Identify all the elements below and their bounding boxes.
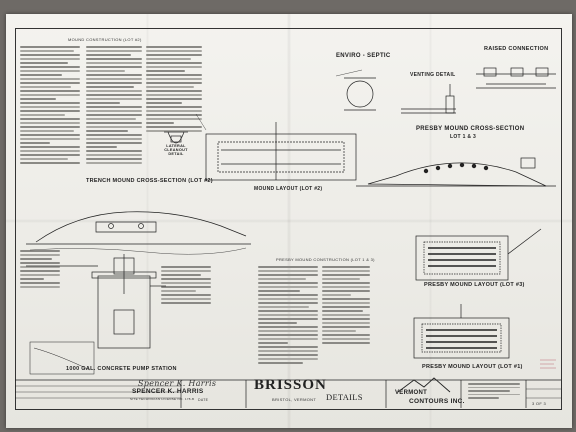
notes-column-center-right (322, 266, 370, 374)
technical-drawings (15, 67, 561, 408)
enviro-septic-label: ENVIRO - SEPTIC (336, 53, 391, 59)
presby-cross-section-drawing (356, 157, 556, 187)
sheet-title: DETAILS (326, 392, 363, 402)
presby-cross-section-sublabel: LOT 1 & 3 (450, 134, 477, 140)
project-location: BRISTOL, VERMONT (272, 397, 317, 402)
mound-construction-heading: MOUND CONSTRUCTION (LOT #2) (68, 37, 142, 42)
presby-layout-lot1-drawing (413, 304, 510, 359)
company-name-line2: CONTOURS INC. (409, 398, 465, 405)
company-name-line1: VERMONT (395, 390, 428, 396)
notes-pump-right (161, 266, 211, 326)
right-edge-notes (540, 359, 556, 369)
notes-column-left (20, 46, 80, 196)
notes-column-3 (146, 46, 202, 156)
drawing-sheet: MOUND CONSTRUCTION (LOT #2) PRESBY MOUND… (6, 14, 572, 428)
mound-layout-lot2-drawing (195, 113, 357, 181)
trench-cross-section-drawing (26, 211, 251, 255)
lateral-cleanout-drawing (164, 131, 188, 144)
presby-construction-heading: PRESBY MOUND CONSTRUCTION (LOT 1 & 3) (276, 257, 375, 262)
raised-connection-drawing (476, 67, 556, 89)
engineer-license: SITE TECHNICIAN LICENSE NO. 178-B (130, 397, 195, 401)
venting-detail-label: VENTING DETAIL (410, 72, 456, 78)
sheet-number: 3 OF 3 (532, 401, 547, 406)
notes-column-center-left (258, 266, 318, 374)
enviro-septic-drawing (335, 69, 376, 111)
pump-station-label: 1000 GAL. CONCRETE PUMP STATION (66, 366, 177, 372)
notes-column-2 (86, 46, 142, 196)
lateral-cleanout-label: LATERAL CLEANOUT DETAIL (164, 144, 188, 156)
presby-layout-lot3-label: PRESBY MOUND LAYOUT (LOT #3) (424, 282, 525, 288)
engineer-name: SPENCER K. HARRIS (132, 388, 204, 395)
notes-column-bottom-left (20, 250, 60, 310)
presby-cross-section-label: PRESBY MOUND CROSS-SECTION (416, 126, 525, 132)
trench-cross-section-label: TRENCH MOUND CROSS-SECTION (LOT #2) (86, 178, 213, 184)
company-logo-mark (397, 377, 451, 393)
date-label: DATE (198, 398, 209, 402)
presby-layout-lot3-drawing (415, 228, 542, 281)
raised-connection-label: RAISED CONNECTION (484, 46, 549, 52)
venting-detail-drawing (401, 84, 456, 114)
presby-layout-lot1-label: PRESBY MOUND LAYOUT (LOT #1) (422, 364, 523, 370)
drawing-border (15, 28, 562, 410)
pump-station-drawing (26, 254, 166, 375)
mound-layout-lot2-label: MOUND LAYOUT (LOT #2) (254, 186, 323, 192)
title-block-frame (15, 379, 561, 408)
engineer-signature: Spencer K. Harris (138, 379, 217, 388)
company-info-block (468, 383, 520, 405)
project-name: BRISSON (254, 377, 327, 393)
